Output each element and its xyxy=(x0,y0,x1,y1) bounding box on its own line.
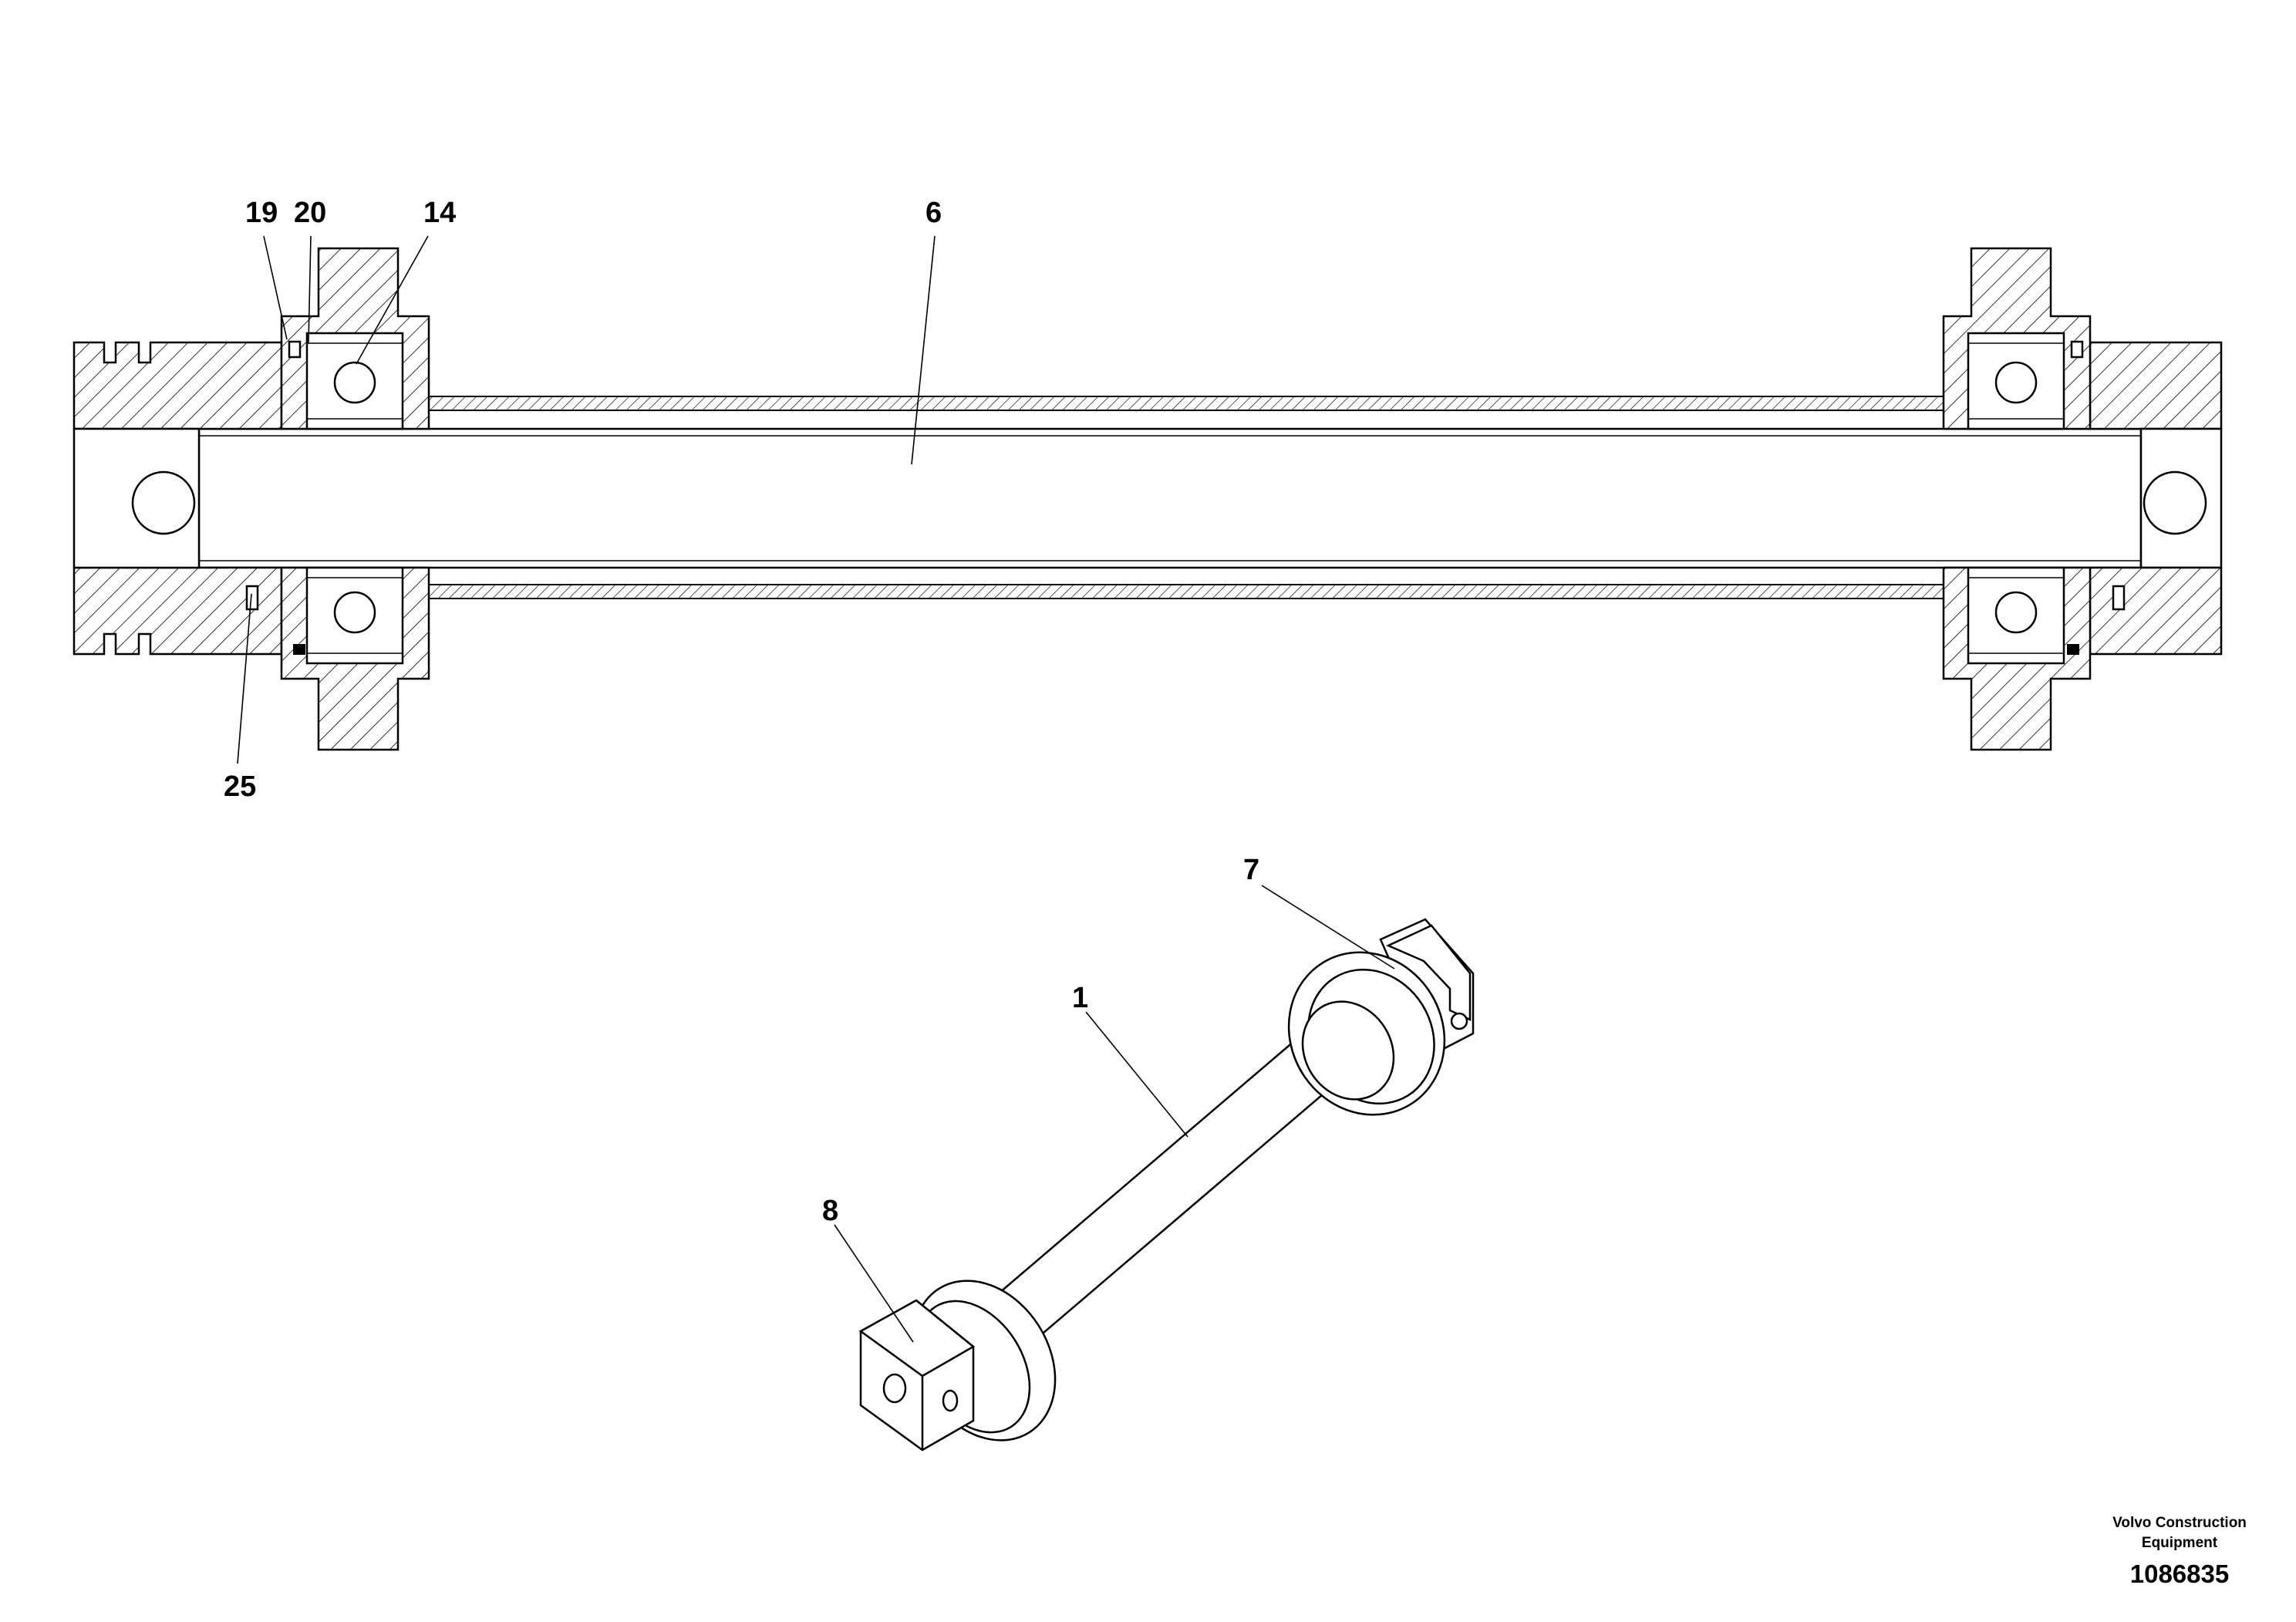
callout-7: 7 xyxy=(1243,854,1259,886)
tube-lower-wall xyxy=(412,584,1964,599)
section-view: 19 20 14 6 25 xyxy=(72,197,2223,803)
isometric-view: 7 1 8 xyxy=(822,854,1475,1452)
left-end-hole xyxy=(131,470,196,535)
callout-6: 6 xyxy=(925,197,942,229)
brand-line-1: Volvo Construction xyxy=(2112,1515,2247,1531)
right-end-hole xyxy=(2143,470,2207,535)
right-end-block-lower xyxy=(2089,566,2223,656)
iso-left-flange xyxy=(858,1280,1057,1452)
callout-25: 25 xyxy=(224,771,256,803)
callout-20: 20 xyxy=(294,197,326,229)
callout-19: 19 xyxy=(245,197,278,229)
tube-upper-wall xyxy=(412,396,1964,411)
shaft xyxy=(197,427,2143,569)
callout-8: 8 xyxy=(822,1195,838,1227)
drawing-number: 1086835 xyxy=(2130,1560,2229,1588)
right-end-assembly xyxy=(1942,247,2223,751)
brand-line-2: Equipment xyxy=(2142,1535,2218,1551)
callout-14: 14 xyxy=(423,197,456,229)
right-end-block-upper xyxy=(2089,341,2223,430)
iso-right-flange xyxy=(1287,918,1475,1116)
left-end-block-upper xyxy=(72,341,283,430)
left-end-assembly xyxy=(72,247,430,751)
callout-1: 1 xyxy=(1072,982,1088,1014)
title-block: Volvo Construction Equipment 1086835 xyxy=(2112,1515,2247,1588)
